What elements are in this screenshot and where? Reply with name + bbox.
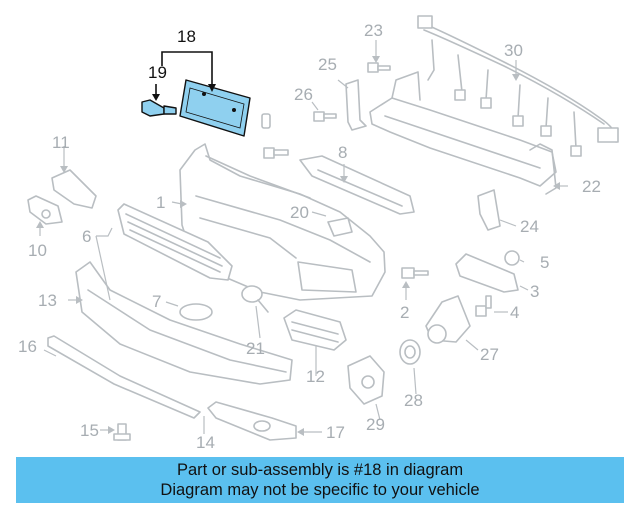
grille-part — [117, 203, 233, 281]
callout-16: 16 — [18, 337, 37, 356]
sensor-bracket-part-29 — [347, 355, 385, 405]
callout-30: 30 — [504, 41, 523, 60]
callout-labels: 18 19 30 23 25 26 22 8 20 1 11 10 6 13 7… — [18, 21, 601, 452]
fog-grille-part — [283, 309, 347, 351]
callout-22: 22 — [582, 177, 601, 196]
side-bracket-part — [455, 253, 519, 293]
callout-1: 1 — [156, 193, 165, 212]
callout-5: 5 — [540, 253, 549, 272]
callout-8: 8 — [338, 143, 347, 162]
parking-sensor-part — [425, 295, 471, 344]
trim-strip-part — [47, 335, 201, 419]
bolt-part-23 — [367, 62, 391, 73]
callout-17: 17 — [326, 423, 345, 442]
license-plate-bracket-part — [179, 79, 251, 137]
mounting-rail-part — [299, 155, 415, 215]
callout-26: 26 — [294, 85, 313, 104]
emblem-part — [179, 303, 213, 321]
callout-24: 24 — [520, 217, 539, 236]
info-banner: Part or sub-assembly is #18 in diagram D… — [16, 457, 624, 503]
callout-4: 4 — [510, 303, 519, 322]
seal-ring-part — [241, 285, 269, 313]
callout-3: 3 — [530, 282, 539, 301]
callout-21: 21 — [246, 339, 265, 358]
nut-part-5 — [504, 250, 520, 266]
callout-11: 11 — [52, 133, 70, 152]
callout-7: 7 — [152, 292, 161, 311]
callout-18: 18 — [177, 27, 196, 46]
bracket-part-24 — [477, 189, 501, 231]
bolt-part-4 — [475, 295, 492, 317]
clip-part-near-18 — [261, 113, 271, 129]
callout-6: 6 — [82, 227, 91, 246]
callout-12: 12 — [306, 367, 325, 386]
lower-trim-part — [207, 401, 297, 441]
callout-27: 27 — [480, 345, 499, 364]
callout-14: 14 — [196, 433, 215, 452]
wiring-harness-part — [417, 15, 619, 157]
leader-lines — [36, 40, 568, 436]
bracket-part-11 — [51, 169, 97, 209]
callout-28: 28 — [404, 391, 423, 410]
clip-part-15 — [113, 423, 131, 441]
callout-29: 29 — [366, 415, 385, 434]
bolt-part-26 — [313, 111, 337, 122]
banner-line-disclaimer: Diagram may not be specific to your vehi… — [160, 481, 480, 499]
parts-diagram: 18 19 30 23 25 26 22 8 20 1 11 10 6 13 7… — [18, 15, 619, 452]
callout-2: 2 — [400, 303, 409, 322]
callout-25: 25 — [318, 55, 337, 74]
callout-23: 23 — [364, 21, 383, 40]
callout-20: 20 — [290, 203, 309, 222]
screw-part-19 — [141, 99, 177, 117]
callout-13: 13 — [38, 291, 57, 310]
callout-10: 10 — [28, 241, 47, 260]
sensor-ring-part — [399, 339, 421, 365]
impact-bar-part — [369, 71, 557, 195]
bracket-part-25 — [345, 79, 367, 131]
callout-18-bracket — [161, 51, 213, 66]
banner-line-part-number: Part or sub-assembly is #18 in diagram — [176, 461, 464, 479]
bolt-part-2 — [401, 267, 429, 279]
bolt-part-9 — [263, 147, 289, 159]
tow-cap-part — [327, 217, 353, 237]
callout-15: 15 — [80, 421, 99, 440]
callout-19: 19 — [148, 63, 167, 82]
sensor-bracket-part-10 — [27, 195, 63, 225]
